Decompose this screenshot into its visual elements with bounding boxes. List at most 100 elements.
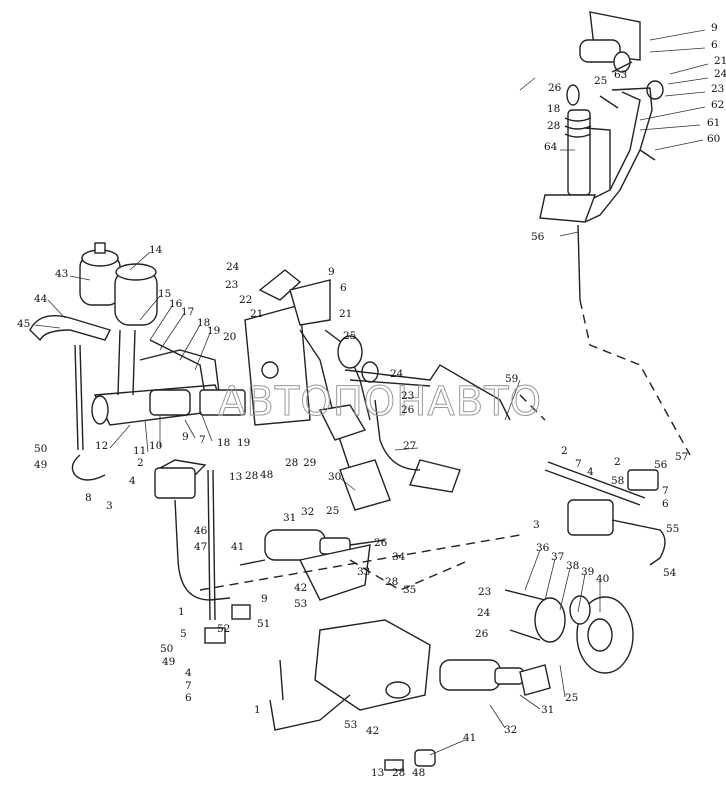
callout-28: 28	[547, 120, 560, 132]
callout-56: 56	[654, 459, 668, 471]
callout-4: 4	[587, 466, 594, 478]
callout-46: 46	[194, 525, 208, 537]
callout-21: 21	[714, 55, 726, 67]
callout-9: 9	[711, 22, 718, 34]
callout-53: 53	[294, 598, 307, 610]
callout-2: 2	[561, 445, 568, 457]
callout-20: 20	[223, 331, 236, 343]
callout-5: 5	[180, 628, 187, 640]
leader-lines	[34, 29, 709, 756]
callout-18: 18	[547, 103, 560, 115]
callout-44: 44	[34, 293, 48, 305]
callout-19: 19	[237, 437, 250, 449]
callout-41: 41	[231, 541, 244, 553]
callout-7: 7	[662, 485, 669, 497]
callout-47: 47	[194, 541, 207, 553]
callout-32: 32	[301, 506, 314, 518]
brake-valve-left	[154, 459, 251, 644]
callout-64: 64	[544, 141, 558, 153]
slave-cylinder-middle	[239, 529, 386, 601]
lower-bracket	[269, 619, 551, 771]
callout-23: 23	[225, 279, 238, 291]
callout-23: 23	[401, 390, 414, 402]
callout-35: 35	[403, 584, 416, 596]
callout-15: 15	[158, 288, 171, 300]
callout-48: 48	[412, 767, 425, 779]
callout-62: 62	[711, 99, 724, 111]
callout-6: 6	[185, 692, 192, 704]
callout-42: 42	[366, 725, 379, 737]
callout-50: 50	[160, 643, 173, 655]
callout-21: 21	[339, 308, 352, 320]
callout-37: 37	[551, 551, 564, 563]
callout-9: 9	[328, 266, 335, 278]
callout-45: 45	[17, 318, 30, 330]
callout-49: 49	[34, 459, 47, 471]
callout-6: 6	[711, 39, 718, 51]
callout-32: 32	[504, 724, 517, 736]
callout-25: 25	[594, 75, 607, 87]
callout-28: 28	[245, 470, 258, 482]
callout-58: 58	[611, 475, 624, 487]
callout-6: 6	[340, 282, 347, 294]
callout-4: 4	[129, 475, 136, 487]
upper-pedal-assembly	[539, 11, 664, 301]
callout-24: 24	[477, 607, 491, 619]
reservoir-assembly	[29, 242, 158, 481]
callout-56: 56	[531, 231, 545, 243]
callout-19: 19	[207, 325, 220, 337]
callout-55: 55	[666, 523, 679, 535]
callout-2: 2	[614, 456, 621, 468]
watermark-text: АВТОПОНАВТО	[218, 379, 542, 425]
callout-59: 59	[505, 373, 518, 385]
master-cylinder	[91, 329, 246, 426]
callout-13: 13	[371, 767, 384, 779]
callout-49: 49	[162, 656, 175, 668]
callout-18: 18	[197, 317, 210, 329]
callout-61: 61	[707, 117, 720, 129]
callout-30: 30	[328, 471, 341, 483]
callout-8: 8	[85, 492, 92, 504]
callout-26: 26	[374, 537, 388, 549]
callout-17: 17	[181, 306, 194, 318]
callout-4: 4	[185, 667, 192, 679]
callout-27: 27	[403, 440, 416, 452]
callout-3: 3	[533, 519, 540, 531]
brake-valve-right	[544, 461, 666, 566]
callout-36: 36	[536, 542, 550, 554]
callout-42: 42	[294, 582, 307, 594]
callout-28: 28	[385, 576, 398, 588]
callout-29: 29	[303, 457, 316, 469]
callout-38: 38	[566, 560, 579, 572]
callout-1: 1	[178, 606, 185, 618]
callout-2: 2	[137, 457, 144, 469]
callout-1: 1	[254, 704, 261, 716]
callout-54: 54	[663, 567, 677, 579]
callout-14: 14	[149, 244, 163, 256]
callout-57: 57	[675, 451, 688, 463]
callout-7: 7	[185, 680, 192, 692]
pedal-bracket	[244, 269, 511, 511]
callout-13: 13	[229, 471, 242, 483]
callout-41: 41	[463, 732, 476, 744]
callout-50: 50	[34, 443, 47, 455]
callout-24: 24	[714, 68, 726, 80]
callout-7: 7	[575, 458, 582, 470]
callout-9: 9	[261, 593, 268, 605]
callout-40: 40	[596, 573, 609, 585]
callout-9: 9	[182, 431, 189, 443]
callout-labels: 9621242362616063252618286456144344451516…	[17, 22, 726, 779]
callout-26: 26	[475, 628, 489, 640]
callout-11: 11	[133, 445, 146, 457]
callout-34: 34	[392, 551, 406, 563]
callout-28: 28	[392, 767, 405, 779]
callout-3: 3	[106, 500, 113, 512]
callout-31: 31	[283, 512, 296, 524]
callout-6: 6	[662, 498, 669, 510]
callout-25: 25	[565, 692, 578, 704]
brake-disc-assembly	[504, 589, 634, 674]
callout-7: 7	[199, 434, 206, 446]
callout-18: 18	[217, 437, 230, 449]
